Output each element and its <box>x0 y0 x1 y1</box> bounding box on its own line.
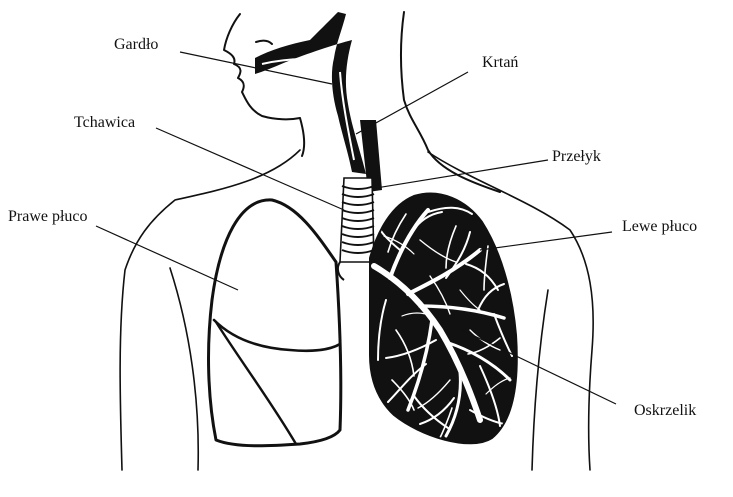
label-prawe-pluco: Prawe płuco <box>8 208 88 226</box>
label-gardlo: Gardło <box>114 36 158 54</box>
label-oskrzelik: Oskrzelik <box>634 402 696 420</box>
label-krtan: Krtań <box>482 54 518 72</box>
leader-gardlo <box>180 52 332 84</box>
leader-przelyk <box>376 160 548 188</box>
pharynx-passage <box>255 12 366 174</box>
left-lung <box>370 194 517 444</box>
leader-krtan <box>356 72 468 134</box>
label-lewe-pluco: Lewe płuco <box>622 218 697 236</box>
label-tchawica: Tchawica <box>74 114 135 132</box>
leader-prawe-pluco <box>96 226 238 290</box>
leader-lewe-pluco <box>480 232 612 250</box>
right-lung <box>209 200 341 446</box>
label-przelyk: Przełyk <box>552 148 601 166</box>
